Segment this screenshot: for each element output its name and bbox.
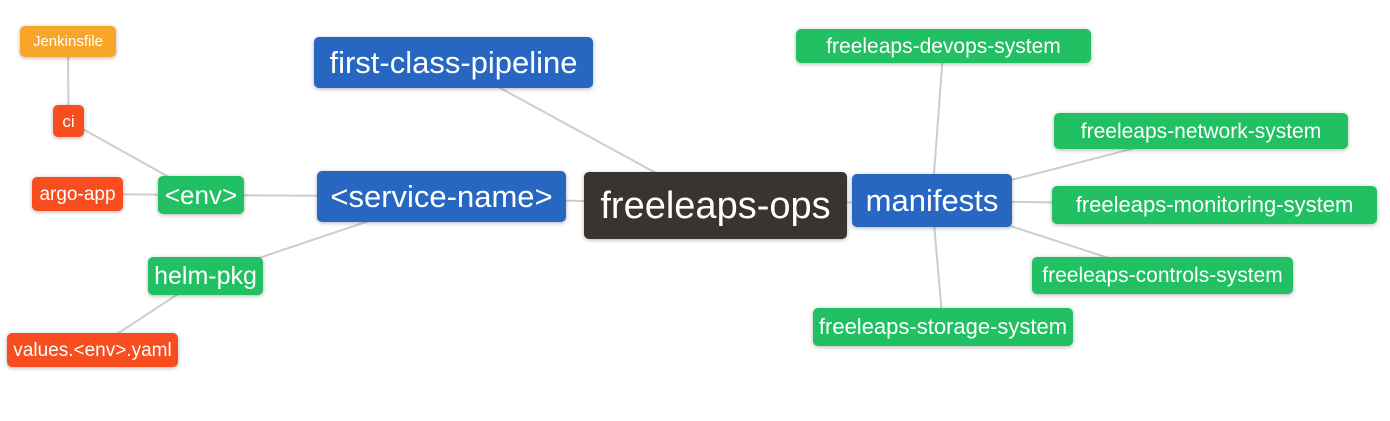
- node-label: Jenkinsfile: [32, 33, 104, 50]
- node-argo-app[interactable]: argo-app: [32, 177, 123, 211]
- node-label: freeleaps-monitoring-system: [1075, 192, 1354, 217]
- node-label: ci: [62, 111, 75, 131]
- node-label: freeleaps-storage-system: [818, 314, 1068, 339]
- node-manifests[interactable]: manifests: [852, 174, 1012, 227]
- node-jenkinsfile[interactable]: Jenkinsfile: [20, 26, 116, 57]
- node-helm-pkg[interactable]: helm-pkg: [148, 257, 263, 295]
- node-devops-system[interactable]: freeleaps-devops-system: [796, 29, 1091, 63]
- node-label: freeleaps-devops-system: [826, 34, 1061, 58]
- node-env[interactable]: <env>: [158, 176, 244, 214]
- node-label: values.<env>.yaml: [13, 339, 172, 361]
- node-network-system[interactable]: freeleaps-network-system: [1054, 113, 1348, 149]
- node-label: freeleaps-controls-system: [1042, 264, 1283, 287]
- node-storage-system[interactable]: freeleaps-storage-system: [813, 308, 1073, 346]
- node-label: <env>: [164, 180, 238, 210]
- node-values-env-yaml[interactable]: values.<env>.yaml: [7, 333, 178, 367]
- node-label: argo-app: [39, 183, 116, 205]
- node-controls-system[interactable]: freeleaps-controls-system: [1032, 257, 1293, 294]
- node-label: manifests: [865, 183, 999, 218]
- node-label: helm-pkg: [154, 261, 257, 290]
- node-freeleaps-ops[interactable]: freeleaps-ops: [584, 172, 847, 239]
- node-service-name[interactable]: <service-name>: [317, 171, 566, 222]
- node-label: freeleaps-network-system: [1080, 119, 1322, 143]
- node-ci[interactable]: ci: [53, 105, 84, 137]
- node-label: first-class-pipeline: [329, 45, 578, 80]
- node-first-class-pipeline[interactable]: first-class-pipeline: [314, 37, 593, 88]
- node-monitoring-system[interactable]: freeleaps-monitoring-system: [1052, 186, 1377, 224]
- node-label: freeleaps-ops: [600, 184, 831, 227]
- node-label: <service-name>: [330, 179, 553, 214]
